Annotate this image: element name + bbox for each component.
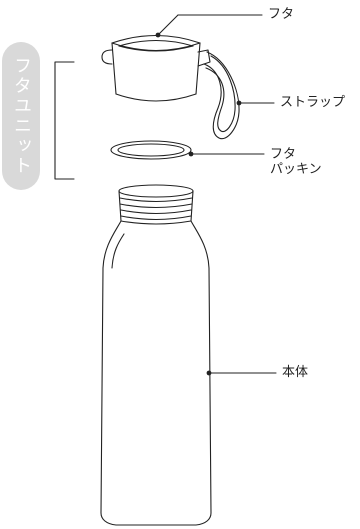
lid-unit-bracket [54,61,75,180]
gasket-leader-dot [188,151,194,157]
strap-leader-dot [236,100,242,106]
lid-label: フタ [268,7,295,22]
lid-leader-dot [155,32,161,38]
lid-leader [157,14,179,36]
gasket-label-line1: フタ [270,147,297,162]
strap-label: ストラップ [280,95,346,110]
gasket-label-line2: パッキン [270,162,322,177]
gasket-illustration [110,140,192,160]
lid-unit-label: フタユニット [11,56,32,176]
body-label: 本体 [282,365,309,380]
strap-illustration [203,51,240,140]
lid-illustration [101,34,211,102]
body-leader-dot [206,370,212,376]
lid-unit-badge: フタユニット [2,42,40,190]
bottle-body-illustration [100,184,212,526]
